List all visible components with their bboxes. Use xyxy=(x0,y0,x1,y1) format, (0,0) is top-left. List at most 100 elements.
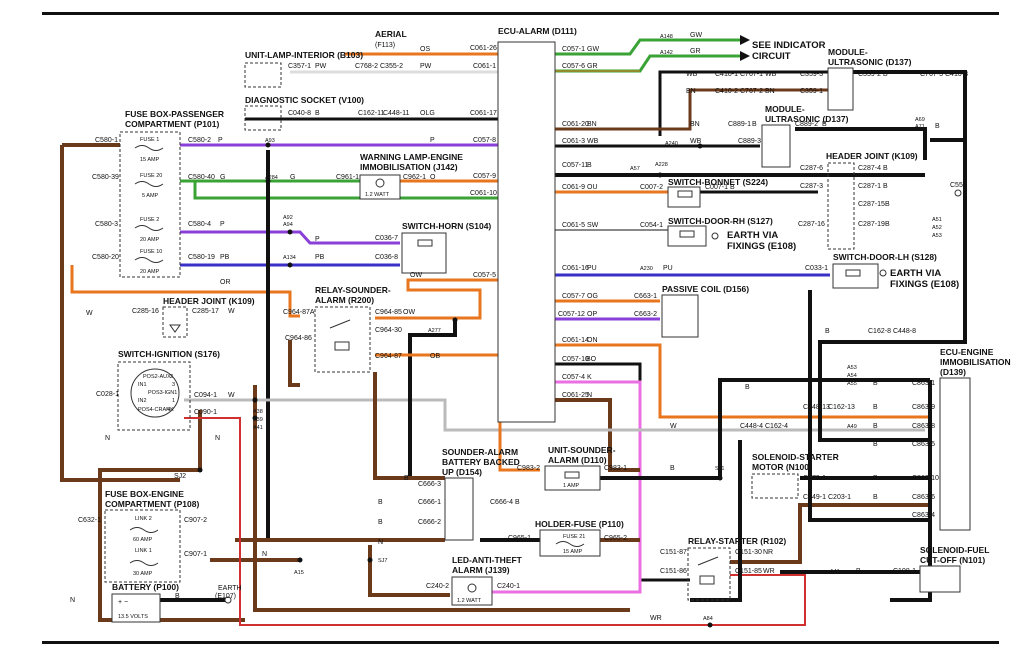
pin-c410-3: C410-3 xyxy=(945,71,968,78)
pin-c057-4: C057-4 xyxy=(562,374,585,381)
pin-c410-2: C410-2 xyxy=(715,88,738,95)
wire-code-pu1: PU xyxy=(587,265,597,272)
earth-via-1a: EARTH VIA xyxy=(727,230,778,241)
wire-code-g2: G xyxy=(290,174,295,181)
wire-code-gr1: GR xyxy=(587,63,598,70)
ignition-p2: 2 xyxy=(170,374,173,380)
pin-a148: A148 xyxy=(660,34,673,40)
aerial-label: AERIAL xyxy=(375,29,407,39)
pin-c889-1: C889-1 xyxy=(728,121,751,128)
wire-code-b1791: B xyxy=(873,475,878,482)
relay-starter-switch-icon xyxy=(697,556,719,566)
wire-code-n4: N xyxy=(262,551,267,558)
arrow-indicator-1 xyxy=(740,35,750,45)
pin-c061-25: C061-25 xyxy=(562,392,589,399)
wire-code-o1: O xyxy=(430,174,436,181)
wire-code-p4: P xyxy=(315,236,320,243)
fuse-2-label: FUSE 2 xyxy=(140,217,159,223)
ignition-p3: 3 xyxy=(172,382,175,388)
pin-c983-2: C983-2 xyxy=(517,465,540,472)
wire-code-on1: ON xyxy=(587,337,598,344)
battery-box xyxy=(111,593,161,623)
link-2-amp: 60 AMP xyxy=(133,537,153,543)
passive-coil-box xyxy=(661,294,699,338)
pin-c863-5: C863-5 xyxy=(912,441,935,448)
pin-c179-1: C179-1 xyxy=(803,475,826,482)
wire-wb-module xyxy=(658,70,828,136)
pin-c580-1: C580-1 xyxy=(95,137,118,144)
wire-code-b-diag: B xyxy=(315,110,320,117)
pin-c061-16: C061-16 xyxy=(562,265,589,272)
ecu-engine-label-1: ECU-ENGINE xyxy=(940,347,994,357)
pin-a57: A57 xyxy=(630,166,640,172)
warning-lamp-label-1: WARNING LAMP-ENGINE xyxy=(360,152,463,162)
ignition-dial-icon xyxy=(130,368,180,418)
wire-code-b-c: B xyxy=(873,441,878,448)
aerial-code: (F113) xyxy=(375,42,395,49)
switch-door-lh-label: SWITCH-DOOR-LH (S128) xyxy=(833,252,937,262)
wire-n-relay xyxy=(288,340,300,387)
pin-c057-5: C057-5 xyxy=(473,272,496,279)
pin-a41: A41 xyxy=(253,425,263,431)
pin-c151-85: C151-85 xyxy=(735,568,762,575)
solenoid-fuel-label-1: SOLENOID-FUEL xyxy=(920,545,989,555)
wire-code-b889b: B xyxy=(822,121,827,128)
pin-a230: A230 xyxy=(640,266,653,272)
pin-c889-3: C889-3 xyxy=(738,138,761,145)
fuse-1-label: FUSE 1 xyxy=(140,137,159,143)
wire-or xyxy=(70,265,300,318)
relay-sounder-label-2: ALARM (R200) xyxy=(315,295,374,305)
pin-c057-9: C057-9 xyxy=(473,173,496,180)
unit-lamp-box xyxy=(244,62,282,88)
pin-c359-3: C359-3 xyxy=(800,71,823,78)
earth-via-1b: FIXINGS (E108) xyxy=(727,241,796,252)
pin-c033-1: C033-1 xyxy=(805,265,828,272)
switch-door-rh-label: SWITCH-DOOR-RH (S127) xyxy=(668,216,773,226)
lamp-icon xyxy=(375,178,385,188)
wire-code-wb2: WB xyxy=(765,71,777,78)
pin-c964-85: C964-85 xyxy=(375,309,402,316)
sounder-alarm-label-3: UP (D154) xyxy=(442,467,482,477)
pin-c057-1: C057-1 xyxy=(562,46,585,53)
wire-code-gw1: GW xyxy=(587,46,599,53)
ignition-in1: IN1 xyxy=(138,382,147,388)
pin-c863-9: C863-9 xyxy=(912,404,935,411)
wire-code-bn3: BN xyxy=(587,121,597,128)
pin-a54: A54 xyxy=(847,373,857,379)
pin-c666-3: C666-3 xyxy=(418,481,441,488)
led-anti-watt: 1.2 WATT xyxy=(457,598,482,604)
wire-code-wr1: WR xyxy=(763,568,775,575)
pin-c580-3: C580-3 xyxy=(95,221,118,228)
pin-c580-19: C580-19 xyxy=(188,254,215,261)
module-us-2a: MODULE- xyxy=(765,104,805,114)
pin-a52: A52 xyxy=(932,225,942,231)
pin-c061-26: C061-26 xyxy=(470,45,497,52)
wire-code-bn2: BN xyxy=(765,88,775,95)
wire-code-p3: P xyxy=(220,221,225,228)
wire-c162-8 xyxy=(820,140,967,344)
diag-socket-label: DIAGNOSTIC SOCKET (V100) xyxy=(245,95,364,105)
header-joint-top-box xyxy=(827,162,855,250)
pin-c768-2: C768-2 xyxy=(355,63,378,70)
unit-sounder-amp: 1 AMP xyxy=(563,483,580,489)
earth-e107-icon xyxy=(224,596,232,604)
module-us-1a: MODULE- xyxy=(828,47,868,57)
pin-c907-1: C907-1 xyxy=(184,551,207,558)
pin-sj1: SJ1 xyxy=(715,466,724,472)
wire-code-b-a41: B xyxy=(856,568,861,575)
pin-c061-20: C061-20 xyxy=(562,121,589,128)
pin-c040-8: C040-8 xyxy=(288,110,311,117)
header-joint-left-box xyxy=(162,306,188,338)
earth-lh-icon xyxy=(879,269,887,277)
wire-code-b-c6663: B xyxy=(404,475,409,482)
c556-connector xyxy=(954,189,962,197)
pin-c666-1: C666-1 xyxy=(418,499,441,506)
wire-code-b6662: B xyxy=(378,519,383,526)
pin-a39: A39 xyxy=(253,417,263,423)
wire-k xyxy=(480,380,642,594)
pin-a92: A92 xyxy=(283,215,293,221)
earth-via-2a: EARTH VIA xyxy=(890,268,941,279)
pin-c580-39: C580-39 xyxy=(92,174,119,181)
diag-socket-box xyxy=(244,105,282,131)
wire-code-wr2: WR xyxy=(650,615,662,622)
